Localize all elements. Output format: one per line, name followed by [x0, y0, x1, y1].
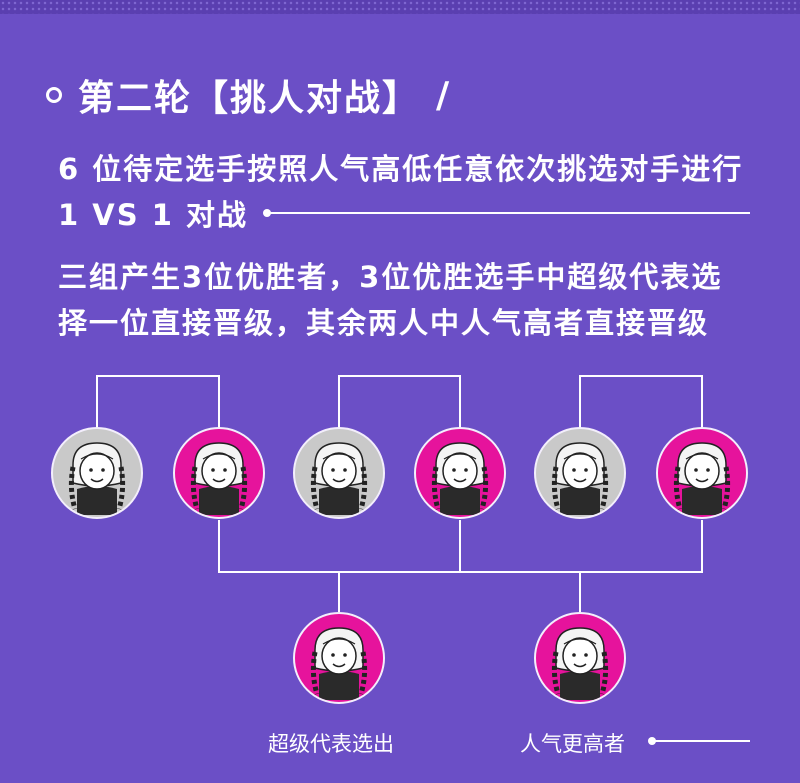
- finalist-popularity-avatar: [534, 612, 626, 704]
- contestant-1-avatar: [51, 427, 143, 519]
- section-title: 第二轮【挑人对战】 /: [46, 70, 449, 120]
- caption-end-dot-icon: [648, 737, 656, 745]
- finalist-super-delegate-avatar: [293, 612, 385, 704]
- line-end-dot-icon: [263, 209, 271, 217]
- contestant-4-avatar: [414, 427, 506, 519]
- girl-with-braids-avatar-icon: [310, 627, 368, 700]
- hollow-circle-icon: [46, 87, 62, 103]
- title-slash: /: [436, 74, 450, 116]
- top-dot-pattern: [0, 0, 800, 14]
- girl-with-braids-avatar-icon: [673, 442, 731, 515]
- girl-with-braids-avatar-icon: [68, 442, 126, 515]
- caption-popularity: 人气更高者: [520, 732, 625, 756]
- girl-with-braids-avatar-icon: [310, 442, 368, 515]
- contestant-3-avatar: [293, 427, 385, 519]
- rule-line-4: 择一位直接晋级，其余两人中人气高者直接晋级: [58, 306, 710, 340]
- girl-with-braids-avatar-icon: [551, 442, 609, 515]
- girl-with-braids-avatar-icon: [190, 442, 248, 515]
- girl-with-braids-avatar-icon: [551, 627, 609, 700]
- caption-divider-line: [654, 740, 750, 742]
- rule-paragraph-2: 三组产生3位优胜者，3位优胜选手中超级代表选 择一位直接晋级，其余两人中人气高者…: [58, 254, 722, 346]
- rule-line-2: 1 VS 1 对战: [58, 198, 248, 232]
- rule-line-1: 6 位待定选手按照人气高低任意依次挑选对手进行: [58, 152, 744, 186]
- section-title-text: 第二轮【挑人对战】: [78, 78, 421, 119]
- caption-super-delegate: 超级代表选出: [268, 732, 394, 756]
- contestant-6-avatar: [656, 427, 748, 519]
- rule-paragraph-1: 6 位待定选手按照人气高低任意依次挑选对手进行 1 VS 1 对战: [58, 146, 743, 238]
- contestant-5-avatar: [534, 427, 626, 519]
- rule-line-3: 三组产生3位优胜者，3位优胜选手中超级代表选: [58, 260, 723, 294]
- divider-line: [268, 212, 750, 214]
- contestant-2-avatar: [173, 427, 265, 519]
- girl-with-braids-avatar-icon: [431, 442, 489, 515]
